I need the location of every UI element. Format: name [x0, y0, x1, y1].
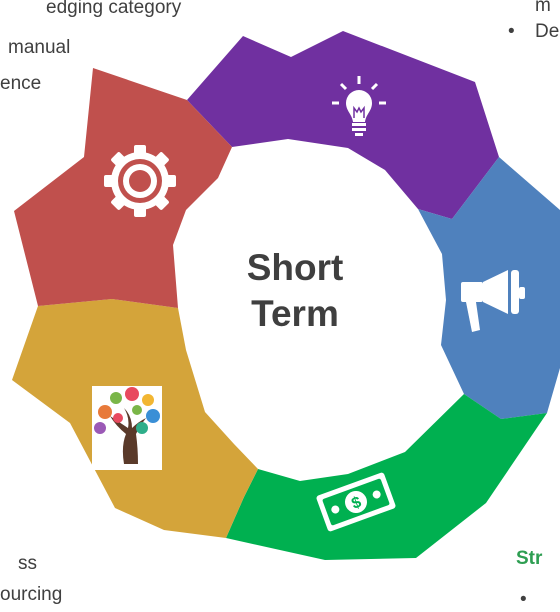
bottom-left-text-line2: ourcing [0, 584, 63, 605]
left-text-line3: ence [0, 73, 42, 94]
center-label: Short Term [200, 245, 390, 337]
center-label-line1: Short [246, 247, 344, 288]
strategy-heading: Str [516, 548, 543, 569]
right-text-line2: De [535, 21, 560, 42]
center-label-line2: Term [251, 293, 339, 334]
right-text-line1: m [535, 0, 551, 16]
gear-icon [104, 145, 176, 217]
left-text-line1: edging category [46, 0, 182, 18]
segment-finance [226, 394, 547, 560]
segment-ideas [187, 31, 499, 219]
strategy-bullet: • [520, 589, 527, 610]
megaphone-icon [461, 270, 525, 332]
bottom-left-text-line1: ss [18, 553, 37, 574]
tree-icon [92, 386, 162, 470]
money-icon: $ [316, 472, 396, 532]
lightbulb-icon [332, 76, 386, 136]
right-bullet: • [508, 21, 515, 42]
left-text-line2: manual [8, 37, 71, 58]
